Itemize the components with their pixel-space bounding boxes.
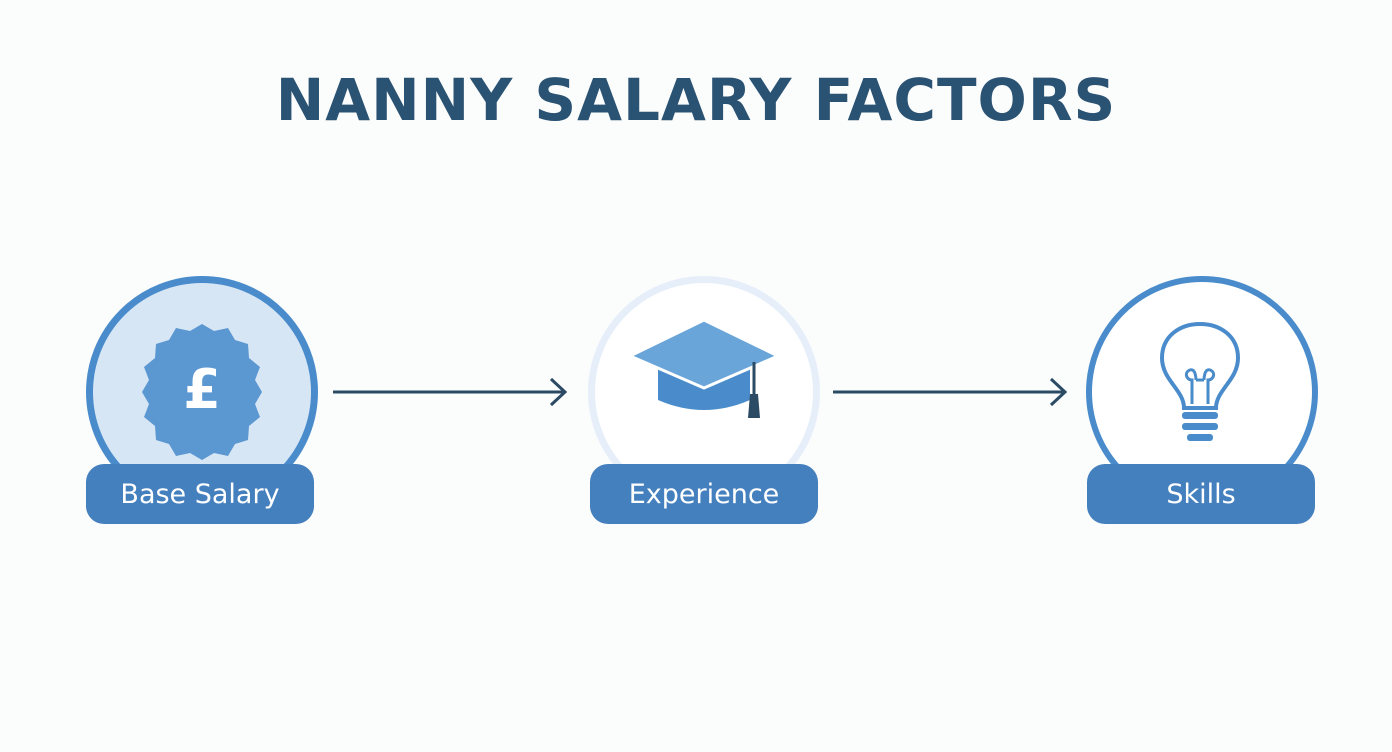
factor-skills: Skills <box>1086 276 1318 526</box>
diagram-title: NANNY SALARY FACTORS <box>275 66 1117 134</box>
lightbulb-icon <box>1159 321 1241 441</box>
bulb-filament <box>1184 368 1216 404</box>
bulb-base-2 <box>1182 423 1218 430</box>
graduation-cap-icon <box>626 318 782 418</box>
arrow-2 <box>833 377 1068 407</box>
pound-badge-icon: £ <box>142 324 262 460</box>
tassel-end <box>748 394 760 418</box>
badge-shape <box>142 324 262 460</box>
pound-symbol: £ <box>183 358 221 421</box>
factor-base-salary: £ Base Salary <box>86 276 318 526</box>
arrow-2-head <box>1049 377 1068 407</box>
skills-label: Skills <box>1087 464 1315 524</box>
bulb-glass <box>1159 321 1241 410</box>
base-salary-label: Base Salary <box>86 464 314 524</box>
factor-experience: Experience <box>588 276 820 526</box>
arrow-1 <box>333 377 568 407</box>
bulb-base-3 <box>1187 434 1213 441</box>
cap-board <box>626 318 782 390</box>
bulb-base-1 <box>1182 412 1218 419</box>
experience-label: Experience <box>590 464 818 524</box>
arrow-1-head <box>549 377 568 407</box>
